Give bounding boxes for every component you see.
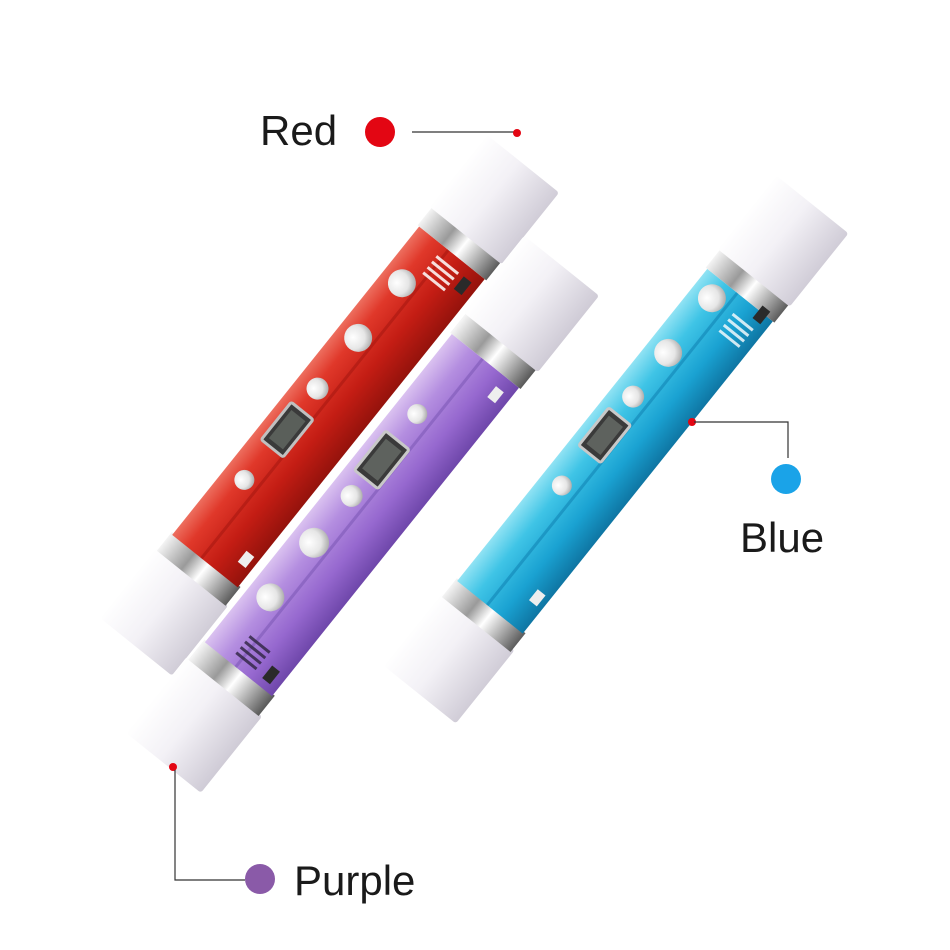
purple-label: Purple xyxy=(294,857,416,904)
blue-pen xyxy=(385,177,848,723)
red-callout xyxy=(365,117,521,147)
blue-color-dot xyxy=(771,464,801,494)
purple-pen xyxy=(127,236,598,792)
purple-pointer-dot xyxy=(169,763,177,771)
blue-pointer-dot xyxy=(688,418,696,426)
red-color-dot xyxy=(365,117,395,147)
blue-label: Blue xyxy=(740,514,825,561)
purple-callout xyxy=(169,763,275,894)
red-label: Red xyxy=(260,107,338,154)
red-pen xyxy=(101,136,558,675)
red-pointer-dot xyxy=(513,129,521,137)
blue-callout xyxy=(688,418,801,494)
purple-color-dot xyxy=(245,864,275,894)
